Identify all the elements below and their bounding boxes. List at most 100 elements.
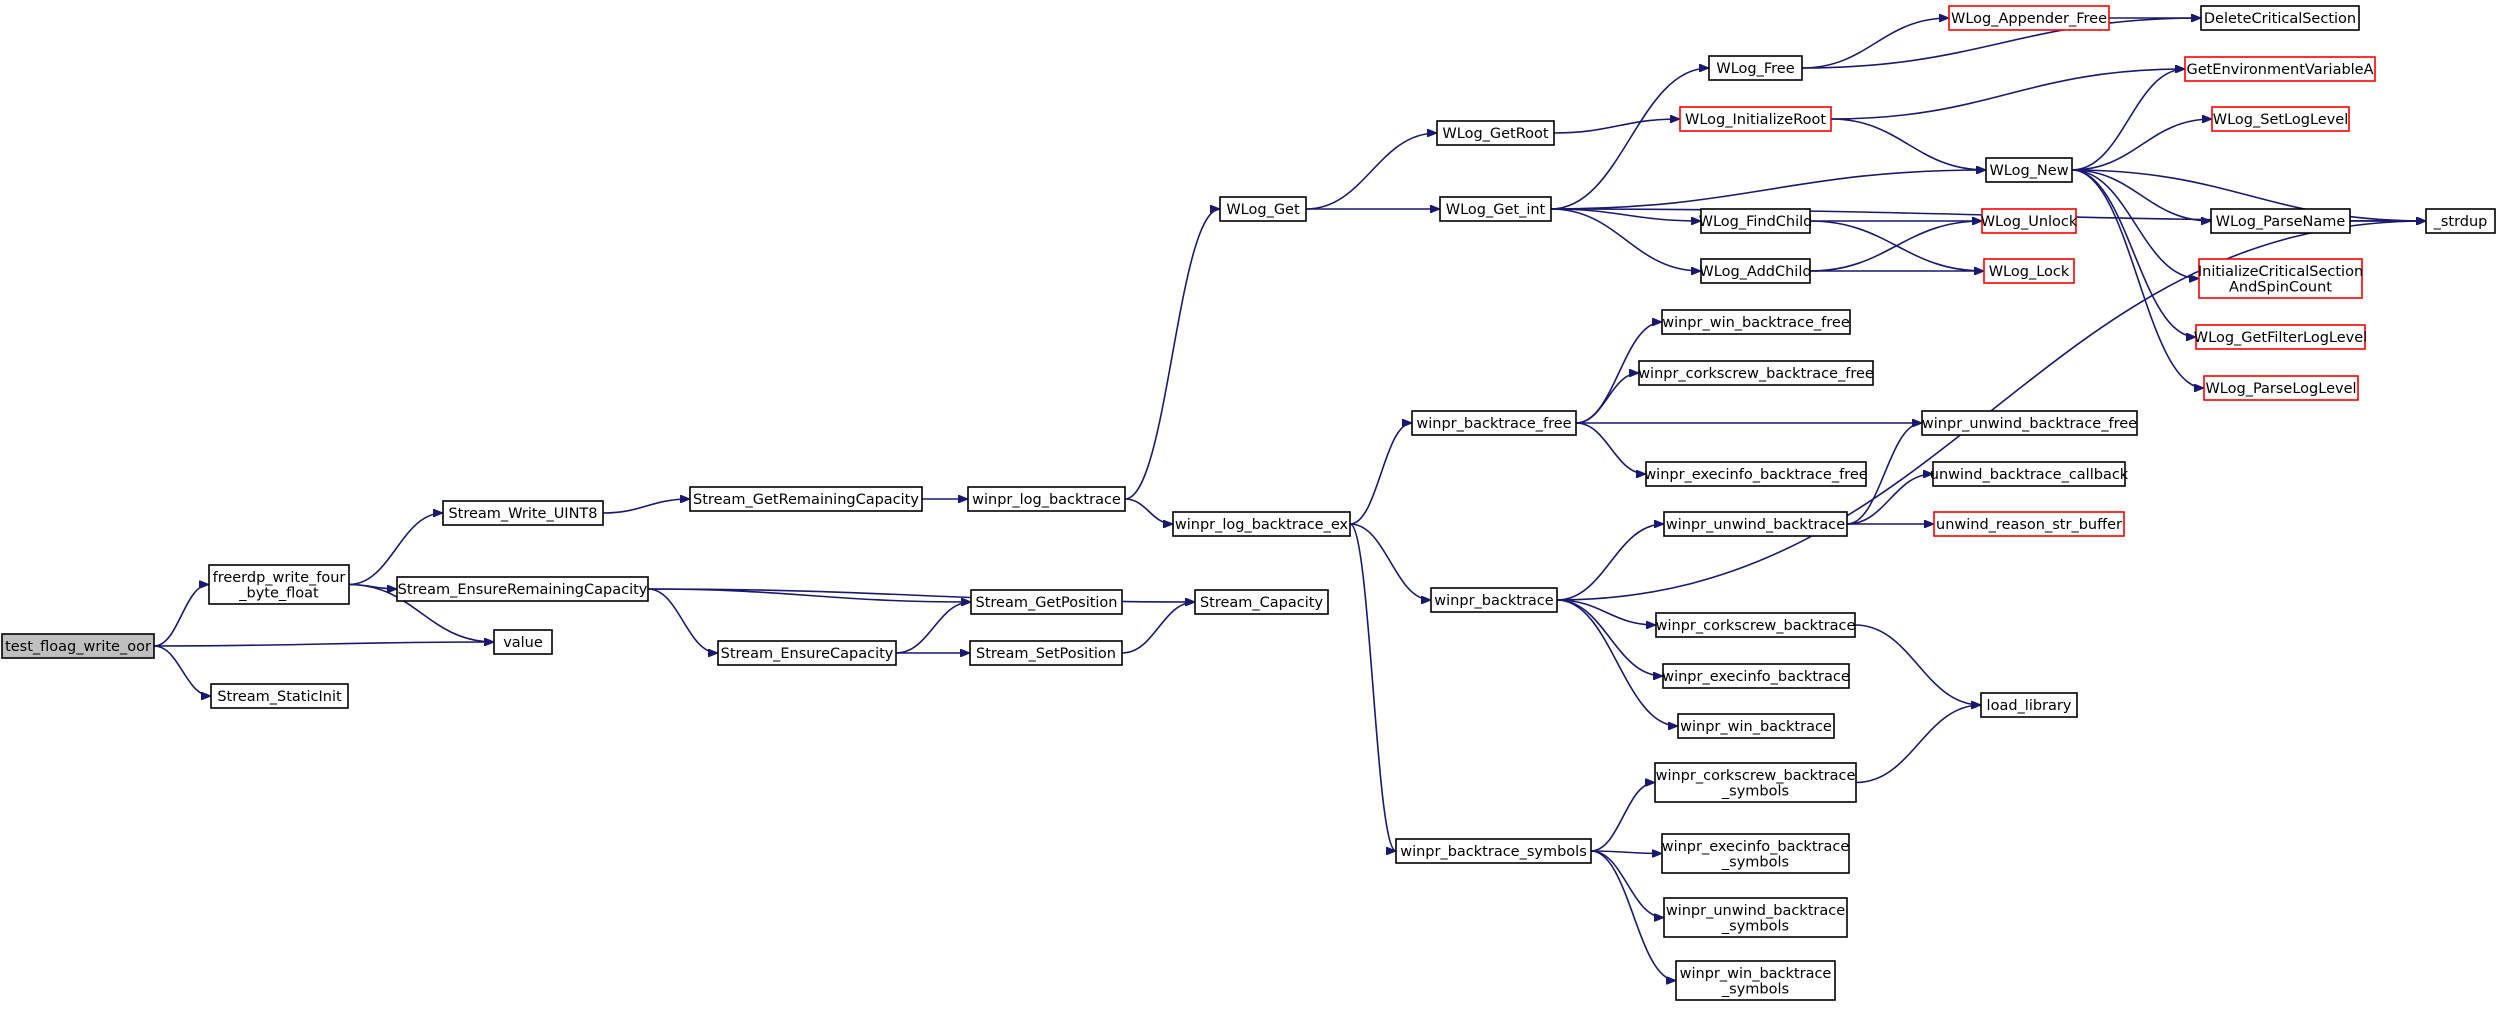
- node-getenvironmentvariablea[interactable]: GetEnvironmentVariableA: [2184, 56, 2376, 82]
- node-box[interactable]: [442, 500, 604, 526]
- node-box[interactable]: [1700, 208, 1811, 234]
- node-wlog-parseloglevel[interactable]: WLog_ParseLogLevel: [2203, 375, 2359, 401]
- node-box[interactable]: [967, 486, 1126, 512]
- node-strdup[interactable]: _strdup: [2425, 208, 2496, 234]
- node-box[interactable]: [2425, 208, 2496, 234]
- node-box[interactable]: [1675, 960, 1836, 1001]
- node-wlog-free[interactable]: WLog_Free: [1708, 55, 1803, 81]
- node-stream-capacity[interactable]: Stream_Capacity: [1194, 589, 1329, 615]
- node-box[interactable]: [1645, 461, 1867, 487]
- node-box[interactable]: [1921, 410, 2138, 436]
- node-winpr-win-backtrace[interactable]: winpr_win_backtrace: [1677, 713, 1835, 739]
- node-box[interactable]: [1708, 55, 1803, 81]
- node-box[interactable]: [1981, 208, 2077, 234]
- node-wlog-initializeroot[interactable]: WLog_InitializeRoot: [1679, 106, 1832, 132]
- node-winpr-unwind-backtrace-free[interactable]: winpr_unwind_backtrace_free: [1921, 410, 2138, 436]
- node-box[interactable]: [1983, 258, 2075, 284]
- node-wlog-parsename[interactable]: WLog_ParseName: [2210, 208, 2351, 234]
- node-winpr-corkscrew-backtrace[interactable]: winpr_corkscrew_backtrace: [1655, 612, 1856, 638]
- node-stream-ensureremainingcapacity[interactable]: Stream_EnsureRemainingCapacity: [396, 576, 649, 602]
- node-box[interactable]: [1638, 360, 1874, 386]
- node-winpr-execinfo-backtrace-symbols[interactable]: winpr_execinfo_backtrace_symbols: [1661, 833, 1850, 874]
- node-box[interactable]: [1661, 309, 1851, 335]
- node-wlog-unlock[interactable]: WLog_Unlock: [1981, 208, 2078, 234]
- node-box[interactable]: [2184, 56, 2376, 82]
- node-box[interactable]: [1980, 692, 2078, 718]
- node-box[interactable]: [1933, 511, 2125, 537]
- node-box[interactable]: [1661, 833, 1850, 874]
- node-box[interactable]: [1663, 897, 1848, 938]
- node-winpr-backtrace[interactable]: winpr_backtrace: [1430, 587, 1558, 613]
- node-wlog-addchild[interactable]: WLog_AddChild: [1699, 258, 1812, 284]
- node-box[interactable]: [1700, 258, 1811, 284]
- node-box[interactable]: [1654, 762, 1857, 803]
- node-box[interactable]: [1411, 410, 1577, 436]
- node-value[interactable]: value: [493, 629, 553, 655]
- node-box[interactable]: [1948, 5, 2110, 31]
- node-winpr-unwind-backtrace[interactable]: winpr_unwind_backtrace: [1663, 511, 1848, 537]
- node-box[interactable]: [1430, 587, 1558, 613]
- node-stream-setposition[interactable]: Stream_SetPosition: [969, 640, 1123, 666]
- node-box[interactable]: [1395, 838, 1592, 864]
- node-wlog-new[interactable]: WLog_New: [1985, 157, 2073, 183]
- node-stream-getremainingcapacity[interactable]: Stream_GetRemainingCapacity: [689, 486, 923, 512]
- node-wlog-setloglevel[interactable]: WLog_SetLogLevel: [2211, 106, 2350, 132]
- node-winpr-log-backtrace-ex[interactable]: winpr_log_backtrace_ex: [1172, 511, 1351, 537]
- node-winpr-backtrace-symbols[interactable]: winpr_backtrace_symbols: [1395, 838, 1592, 864]
- node-box[interactable]: [2211, 106, 2350, 132]
- node-box[interactable]: [1194, 589, 1329, 615]
- node-box[interactable]: [1679, 106, 1832, 132]
- node-box[interactable]: [1985, 157, 2073, 183]
- node-wlog-appender-free[interactable]: WLog_Appender_Free: [1948, 5, 2110, 31]
- node-box[interactable]: [1, 633, 155, 659]
- node-winpr-win-backtrace-free[interactable]: winpr_win_backtrace_free: [1661, 309, 1851, 335]
- node-wlog-get[interactable]: WLog_Get: [1219, 196, 1307, 222]
- node-box[interactable]: [208, 564, 350, 605]
- node-box[interactable]: [1655, 612, 1856, 638]
- node-box[interactable]: [1663, 511, 1848, 537]
- node-winpr-backtrace-free[interactable]: winpr_backtrace_free: [1411, 410, 1577, 436]
- node-freerdp-write-four-byte-float[interactable]: freerdp_write_four_byte_float: [208, 564, 350, 605]
- node-box[interactable]: [969, 640, 1123, 666]
- node-box[interactable]: [1219, 196, 1307, 222]
- node-box[interactable]: [1932, 461, 2126, 487]
- node-test-floag-write-oor[interactable]: test_floag_write_oor: [1, 633, 155, 659]
- node-deletecriticalsection[interactable]: DeleteCriticalSection: [2200, 5, 2360, 31]
- node-box[interactable]: [1677, 713, 1835, 739]
- node-wlog-findchild[interactable]: WLog_FindChild: [1699, 208, 1813, 234]
- node-stream-write-uint8[interactable]: Stream_Write_UINT8: [442, 500, 604, 526]
- node-box[interactable]: [1436, 120, 1555, 146]
- node-box[interactable]: [1172, 511, 1351, 537]
- node-winpr-corkscrew-backtrace-free[interactable]: winpr_corkscrew_backtrace_free: [1638, 360, 1874, 386]
- node-box[interactable]: [2200, 5, 2360, 31]
- node-box[interactable]: [2203, 375, 2359, 401]
- node-load-library[interactable]: load_library: [1980, 692, 2078, 718]
- node-wlog-lock[interactable]: WLog_Lock: [1983, 258, 2075, 284]
- node-box[interactable]: [2210, 208, 2351, 234]
- node-box[interactable]: [2198, 258, 2363, 299]
- node-unwind-reason-str-buffer[interactable]: unwind_reason_str_buffer: [1933, 511, 2125, 537]
- node-winpr-win-backtrace-symbols[interactable]: winpr_win_backtrace_symbols: [1675, 960, 1836, 1001]
- node-box[interactable]: [210, 683, 349, 709]
- node-box[interactable]: [2195, 324, 2366, 350]
- node-box[interactable]: [1662, 663, 1850, 689]
- node-winpr-unwind-backtrace-symbols[interactable]: winpr_unwind_backtrace_symbols: [1663, 897, 1848, 938]
- node-winpr-execinfo-backtrace[interactable]: winpr_execinfo_backtrace: [1662, 663, 1850, 689]
- node-winpr-log-backtrace[interactable]: winpr_log_backtrace: [967, 486, 1126, 512]
- node-stream-getposition[interactable]: Stream_GetPosition: [970, 589, 1123, 615]
- node-unwind-backtrace-callback[interactable]: unwind_backtrace_callback: [1930, 461, 2129, 487]
- node-box[interactable]: [493, 629, 553, 655]
- node-box[interactable]: [689, 486, 923, 512]
- node-winpr-execinfo-backtrace-free[interactable]: winpr_execinfo_backtrace_free: [1644, 461, 1868, 487]
- node-box[interactable]: [970, 589, 1123, 615]
- node-box[interactable]: [717, 640, 897, 666]
- node-winpr-corkscrew-backtrace-symbols[interactable]: winpr_corkscrew_backtrace_symbols: [1654, 762, 1857, 803]
- node-stream-staticinit[interactable]: Stream_StaticInit: [210, 683, 349, 709]
- node-box[interactable]: [1439, 196, 1552, 222]
- node-stream-ensurecapacity[interactable]: Stream_EnsureCapacity: [717, 640, 897, 666]
- node-box[interactable]: [396, 576, 649, 602]
- node-wlog-get-int[interactable]: WLog_Get_int: [1439, 196, 1552, 222]
- node-wlog-getroot[interactable]: WLog_GetRoot: [1436, 120, 1555, 146]
- node-wlog-getfilterloglevel[interactable]: WLog_GetFilterLogLevel: [2194, 324, 2367, 350]
